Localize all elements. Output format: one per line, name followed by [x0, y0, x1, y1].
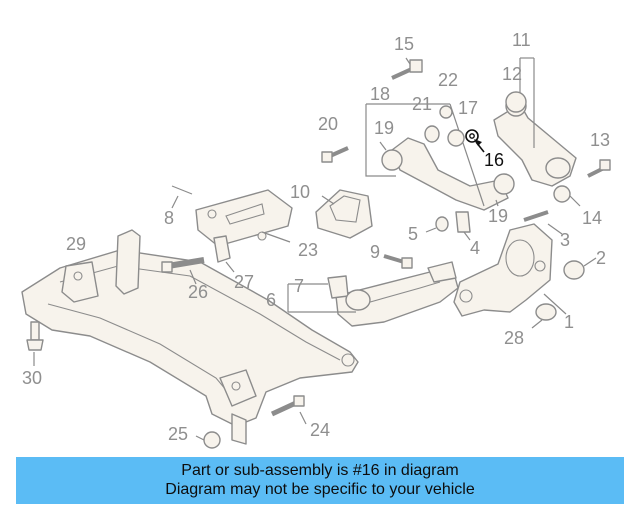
bushing-14[interactable]: [553, 185, 581, 207]
info-banner: Part or sub-assembly is #16 in diagram D…: [16, 457, 624, 504]
callout-17: 17: [458, 98, 478, 118]
bolt-13[interactable]: [587, 159, 611, 178]
callout-3: 3: [560, 230, 570, 250]
banner-line-1: Part or sub-assembly is #16 in diagram: [181, 462, 459, 479]
bushing-28[interactable]: [531, 303, 557, 329]
mount-10[interactable]: [315, 189, 373, 239]
lower-link-23[interactable]: [195, 189, 293, 247]
callout-27: 27: [234, 272, 254, 292]
bushing-12[interactable]: [505, 91, 527, 113]
leader-6-7: [287, 283, 356, 313]
callout-25: 25: [168, 424, 188, 444]
callout-18: 18: [370, 84, 390, 104]
callout-30: 30: [22, 368, 42, 388]
callout-24: 24: [310, 420, 330, 440]
callout-labels: 1 2 3 4 5 6 7 8 9 10 11 12 13 14 15 16 1…: [22, 30, 610, 444]
callout-19-lower: 19: [488, 206, 508, 226]
callout-1: 1: [564, 312, 574, 332]
bushing-17[interactable]: [447, 129, 465, 147]
callout-7: 7: [294, 276, 304, 296]
bolt-20[interactable]: [321, 146, 349, 163]
bushing-2[interactable]: [563, 257, 597, 280]
callout-16: 16: [484, 150, 504, 170]
callout-13: 13: [590, 130, 610, 150]
upper-arm-18[interactable]: [381, 137, 515, 211]
callout-15: 15: [394, 34, 414, 54]
bolt-9[interactable]: [383, 254, 413, 269]
callout-5: 5: [408, 224, 418, 244]
callout-19-upper: 19: [374, 118, 394, 138]
callout-26: 26: [188, 282, 208, 302]
bolt-30[interactable]: [26, 321, 44, 366]
callout-6: 6: [266, 290, 276, 310]
bracket-4[interactable]: [455, 211, 471, 241]
callout-21: 21: [412, 94, 432, 114]
washer-21[interactable]: [424, 125, 440, 143]
callout-29: 29: [66, 234, 86, 254]
bushing-25[interactable]: [195, 431, 221, 449]
banner-line-2: Diagram may not be specific to your vehi…: [165, 481, 475, 498]
bolt-3[interactable]: [523, 210, 563, 235]
callout-23: 23: [298, 240, 318, 260]
part-16-highlight[interactable]: [465, 129, 485, 153]
bolt-26[interactable]: [161, 257, 205, 285]
callout-12: 12: [502, 64, 522, 84]
control-arm-6[interactable]: [327, 261, 459, 327]
callout-11: 11: [512, 30, 531, 50]
bolt-8[interactable]: [171, 185, 193, 209]
bracket-27[interactable]: [213, 235, 235, 273]
nut-5[interactable]: [425, 216, 449, 233]
bolt-24[interactable]: [270, 395, 307, 425]
callout-4: 4: [470, 238, 480, 258]
nut-22[interactable]: [439, 105, 453, 119]
callout-20: 20: [318, 114, 338, 134]
callout-10: 10: [290, 182, 310, 202]
leader-18: [365, 103, 499, 207]
callout-22: 22: [438, 70, 458, 90]
rear-subframe: [21, 229, 359, 445]
callout-9: 9: [370, 242, 380, 262]
callout-8: 8: [164, 208, 174, 228]
bolt-15[interactable]: [391, 57, 423, 80]
callout-14: 14: [582, 208, 602, 228]
callout-2: 2: [596, 248, 606, 268]
callout-28: 28: [504, 328, 524, 348]
knuckle-1[interactable]: [453, 223, 567, 317]
